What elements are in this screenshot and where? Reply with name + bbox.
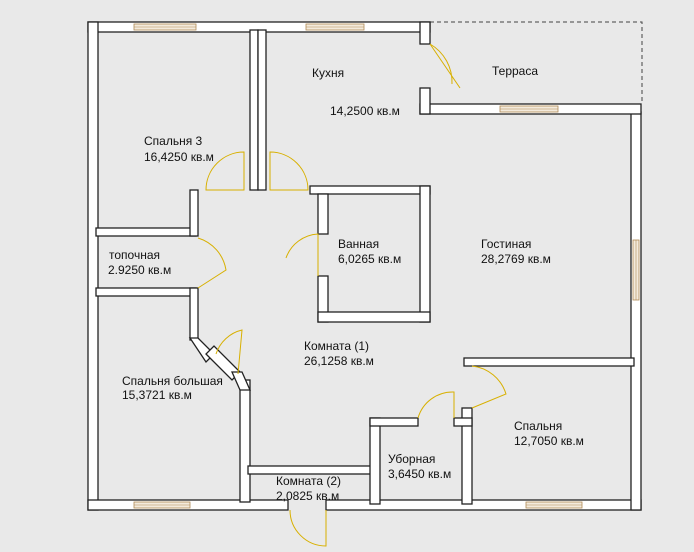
- room-area-bedroom-big: 15,3721 кв.м: [122, 388, 192, 402]
- terrace-outline: [430, 21, 643, 104]
- room-area-bedroom: 12,7050 кв.м: [514, 434, 584, 448]
- room-name-kitchen: Кухня: [312, 66, 344, 80]
- room-area-furnace: 2.9250 кв.м: [108, 263, 171, 277]
- room-name-terrace: Терраса: [492, 64, 538, 78]
- room-area-kitchen: 14,2500 кв.м: [330, 104, 400, 118]
- room-area-bedroom3: 16,4250 кв.м: [144, 150, 214, 164]
- room-area-room2: 2,0825 кв.м: [276, 489, 339, 503]
- room-labels: Кухня 14,2500 кв.м Терраса Спальня 3 16,…: [108, 64, 584, 503]
- windows: [133, 23, 640, 509]
- room-area-toilet: 3,6450 кв.м: [388, 467, 451, 481]
- room-area-bathroom: 6,0265 кв.м: [338, 252, 401, 266]
- room-name-living: Гостиная: [481, 237, 531, 251]
- room-name-bedroom-big: Спальня большая: [122, 374, 223, 388]
- room-name-room1: Комната (1): [304, 339, 369, 353]
- doors: [197, 43, 507, 547]
- room-name-bedroom3: Спальня 3: [144, 134, 203, 148]
- room-name-toilet: Уборная: [388, 452, 435, 466]
- room-name-furnace: топочная: [109, 248, 160, 262]
- room-name-bedroom: Спальня: [514, 419, 562, 433]
- room-name-bathroom: Ванная: [338, 237, 379, 251]
- interior-walls: [95, 29, 635, 505]
- room-area-room1: 26,1258 кв.м: [304, 354, 374, 368]
- room-area-living: 28,2769 кв.м: [481, 252, 551, 266]
- room-name-room2: Комната (2): [276, 474, 341, 488]
